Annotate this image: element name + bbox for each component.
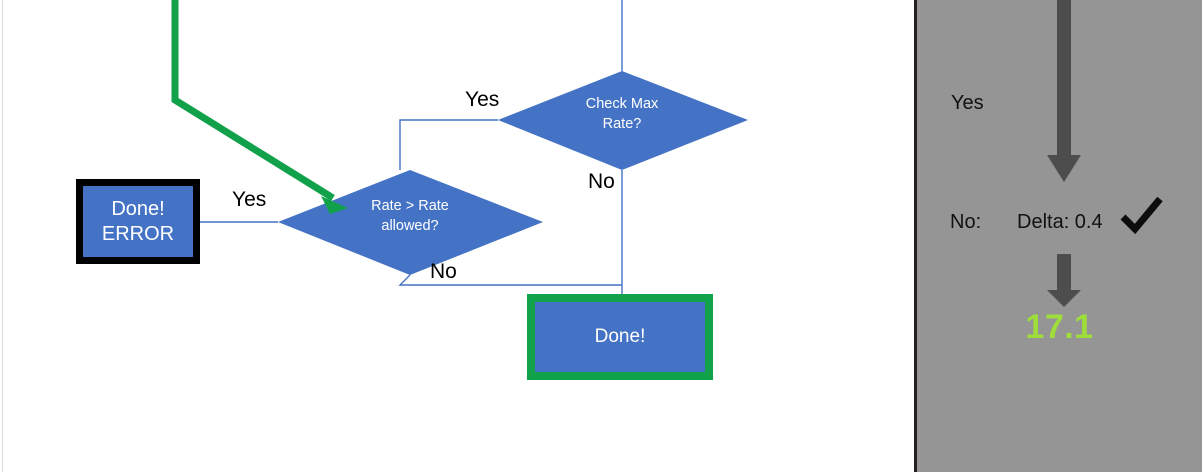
node-done[interactable]: Done! xyxy=(527,294,713,380)
node-done-label: Done! xyxy=(594,326,646,348)
panel-arrows-layer xyxy=(1047,0,1081,307)
flowchart-canvas: Rate > Rate allowed? Check Max Rate? Don… xyxy=(2,0,748,472)
edge-label-max-rate-yes: Yes xyxy=(465,88,500,111)
down-arrow-icon-bottom xyxy=(1047,254,1081,307)
node-done-error-line1: Done! xyxy=(111,198,165,221)
edge-label-max-rate-no: No xyxy=(588,170,615,193)
decision-rate-greater-than-allowed[interactable] xyxy=(278,170,543,275)
node-done-error[interactable]: Done! ERROR xyxy=(76,179,200,264)
down-arrow-icon-top xyxy=(1047,0,1081,182)
highlight-path-line xyxy=(171,0,335,201)
panel-result-value: 17.1 xyxy=(1025,308,1094,346)
connector-rate-no-to-done xyxy=(398,274,622,286)
panel-left-border xyxy=(914,0,917,472)
panel-no-label: No: xyxy=(950,211,982,233)
edge-label-rate-yes: Yes xyxy=(232,188,267,211)
status-panel: Yes No: Delta: 0.4 17.1 xyxy=(917,0,1202,472)
node-done-error-line2: ERROR xyxy=(101,222,175,245)
check-mark-icon xyxy=(1120,196,1163,235)
panel-delta-label: Delta: 0.4 xyxy=(1017,211,1103,233)
edge-label-rate-no: No xyxy=(430,260,457,283)
flowchart-shapes-layer xyxy=(171,0,748,294)
panel-yes-label: Yes xyxy=(951,92,984,114)
connector-max-rate-yes xyxy=(399,119,498,170)
decision-check-max-rate[interactable] xyxy=(498,71,748,170)
green-arrow-icon xyxy=(321,196,348,214)
canvas-left-edge xyxy=(2,0,3,472)
